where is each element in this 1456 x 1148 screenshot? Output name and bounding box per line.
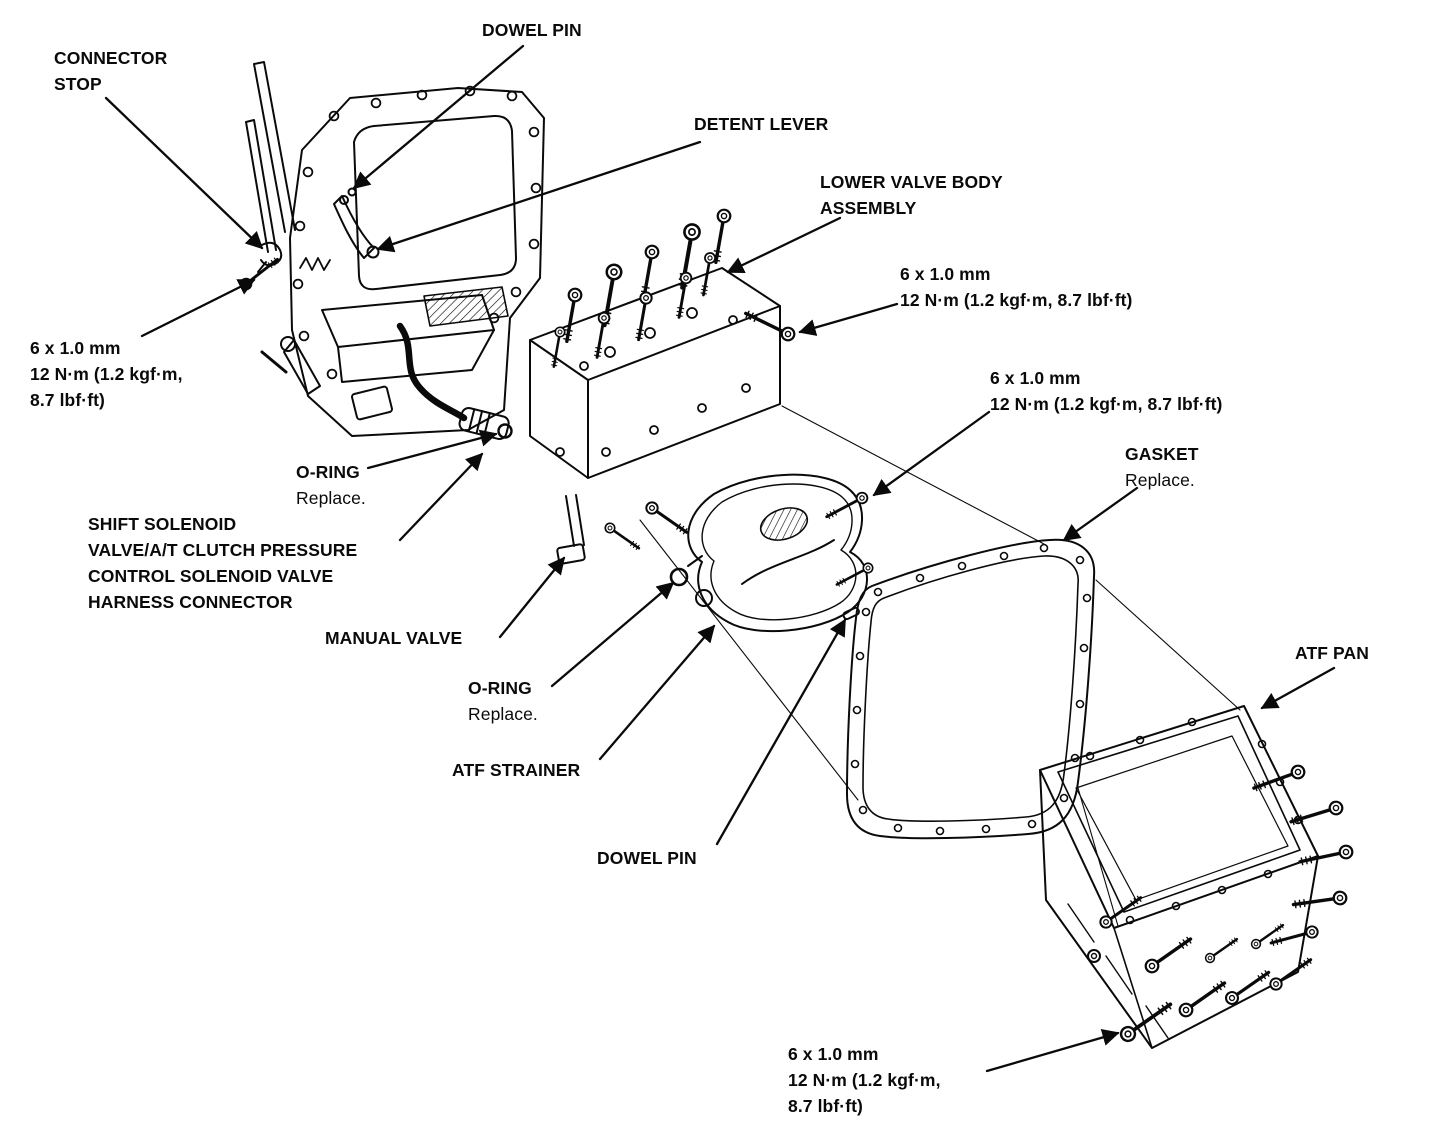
- label-connector-stop: CONNECTOR STOP: [54, 48, 168, 94]
- gasket-bolt-holes: [850, 543, 1092, 836]
- valve-body-bolts: [547, 207, 733, 369]
- leader-dowel-pin-bottom: [715, 618, 847, 846]
- harness-square-connector: [351, 385, 393, 421]
- strainer-screen-hatch: [759, 507, 809, 541]
- leader-atf-strainer: [598, 624, 716, 761]
- leader-shift-solenoid-connector: [398, 452, 484, 542]
- label-bolt-spec-upper-right: 6 x 1.0 mm 12 N·m (1.2 kgf·m, 8.7 lbf·ft…: [900, 264, 1133, 310]
- label-bolt-spec-bottom: 6 x 1.0 mm 12 N·m (1.2 kgf·m, 8.7 lbf·ft…: [788, 1044, 941, 1116]
- label-atf-pan: ATF PAN: [1295, 643, 1369, 663]
- leader-lower-valve-body: [726, 216, 842, 274]
- leader-bolt-spec-upper-right: [798, 302, 899, 336]
- detent-spring: [299, 257, 331, 271]
- alignment-lines: [639, 405, 1241, 927]
- detent-lever-part: [333, 195, 375, 259]
- manual-lever: [283, 339, 321, 395]
- leader-bolt-spec-bottom: [985, 1029, 1120, 1073]
- case-bolt-holes: [292, 85, 542, 380]
- leader-bolt-spec-left: [140, 278, 256, 338]
- o-ring-lower-part: [669, 567, 689, 587]
- valve-body-mount-bolt: [741, 306, 799, 345]
- leader-connector-stop: [104, 96, 264, 250]
- label-bolt-spec-middle: 6 x 1.0 mm 12 N·m (1.2 kgf·m, 8.7 lbf·ft…: [990, 368, 1223, 414]
- drain-plug: [1087, 949, 1101, 963]
- label-detent-lever: DETENT LEVER: [694, 114, 829, 134]
- connector-stop-part: [259, 241, 283, 267]
- leader-o-ring-upper: [366, 429, 498, 470]
- lower-valve-body-part: [529, 207, 799, 554]
- leader-gasket: [1062, 486, 1139, 542]
- manual-valve-part: [556, 494, 586, 565]
- label-shift-solenoid-harness-connector: SHIFT SOLENOID VALVE/A/T CLUTCH PRESSURE…: [88, 514, 358, 612]
- atf-strainer-part: [669, 473, 876, 633]
- label-lower-valve-body-assembly: LOWER VALVE BODY ASSEMBLY: [820, 172, 1003, 218]
- control-shaft: [245, 119, 277, 253]
- pan-bolts: [1096, 762, 1356, 1046]
- o-ring-upper-part: [497, 423, 513, 439]
- separator-plate-hatch: [423, 286, 509, 327]
- label-dowel-pin-top: DOWEL PIN: [482, 20, 582, 40]
- case-bolt: [237, 253, 283, 293]
- transmission-case-part: [237, 61, 545, 437]
- label-atf-strainer: ATF STRAINER: [452, 760, 581, 780]
- leader-atf-pan: [1260, 666, 1336, 710]
- dowel-pin-bottom-part: [842, 606, 860, 621]
- leader-detent-lever: [376, 140, 702, 253]
- leader-dowel-pin-top: [352, 44, 525, 190]
- atf-pan-part: [1039, 705, 1356, 1049]
- gasket-part: [846, 538, 1096, 840]
- leader-o-ring-lower: [550, 581, 675, 688]
- label-dowel-pin-bottom: DOWEL PIN: [597, 848, 697, 868]
- dowel-pin-top-part: [347, 187, 357, 197]
- leader-bolt-spec-middle: [872, 410, 991, 497]
- label-manual-valve: MANUAL VALVE: [325, 628, 463, 648]
- leader-lines: [104, 44, 1336, 1073]
- leader-manual-valve: [498, 556, 566, 639]
- label-bolt-spec-left: 6 x 1.0 mm 12 N·m (1.2 kgf·m, 8.7 lbf·ft…: [30, 338, 183, 410]
- shift-shaft: [253, 61, 296, 233]
